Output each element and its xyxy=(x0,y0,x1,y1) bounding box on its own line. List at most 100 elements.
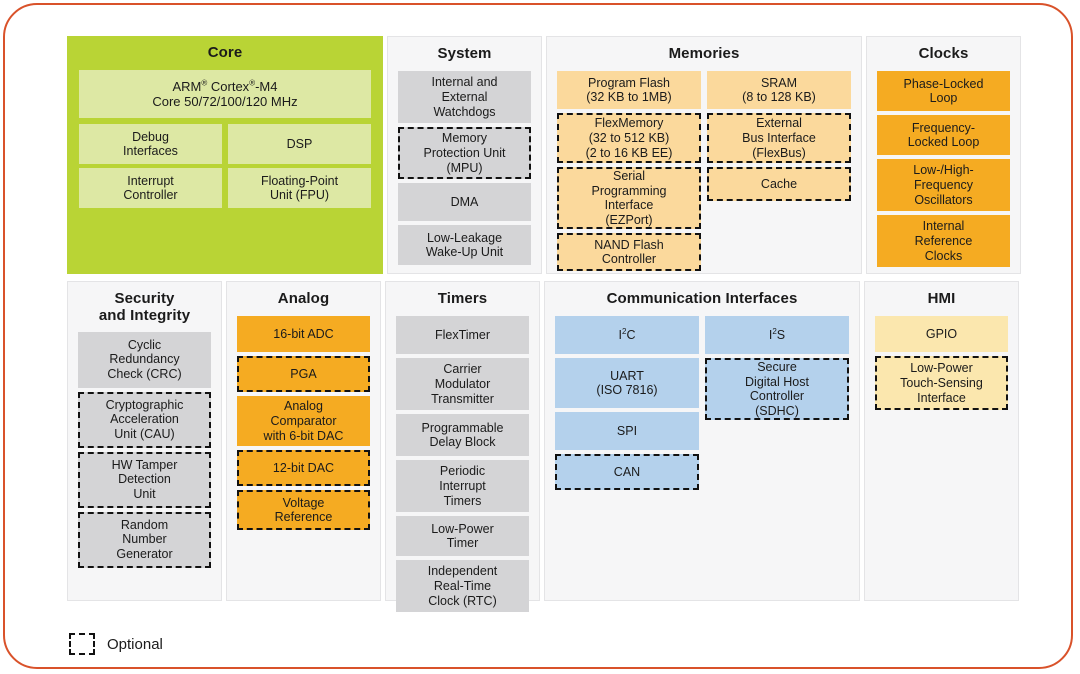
panel-core-title: Core xyxy=(207,44,243,61)
block-uart-iso-7816[interactable]: UART(ISO 7816) xyxy=(555,358,699,409)
core-cpu-block[interactable]: ARM® Cortex®-M4 Core 50/72/100/120 MHz xyxy=(79,70,371,119)
panel-memories-title: Memories xyxy=(668,45,740,62)
panel-analog-title: Analog xyxy=(277,290,330,307)
panel-security-title: Security and Integrity xyxy=(78,290,211,325)
panel-communication-left-blocks: I2C UART(ISO 7816) SPI CAN xyxy=(555,316,699,491)
block-cache[interactable]: Cache xyxy=(707,167,851,202)
core-cpu-line1: ARM® Cortex®-M4 xyxy=(172,78,278,95)
block-gpio[interactable]: GPIO xyxy=(875,316,1008,353)
block-label: 12-bit DAC xyxy=(272,460,335,475)
block-label: FlexMemory(32 to 512 KB)(2 to 16 KB EE) xyxy=(585,116,673,160)
block-i2s[interactable]: I2S xyxy=(705,316,849,355)
block-label: Cache xyxy=(760,176,798,191)
block-i2c[interactable]: I2C xyxy=(555,316,699,355)
block-sram-8-to-128-kb[interactable]: SRAM(8 to 128 KB) xyxy=(707,71,851,110)
block-can[interactable]: CAN xyxy=(555,454,699,491)
block-program-flash-32-kb-to-1mb[interactable]: Program Flash(32 KB to 1MB) xyxy=(557,71,701,110)
block-spi[interactable]: SPI xyxy=(555,412,699,451)
panel-communication-title: Communication Interfaces xyxy=(606,290,798,307)
block-flextimer[interactable]: FlexTimer xyxy=(396,316,529,355)
diagram-frame: Core ARM® Cortex®-M4 Core 50/72/100/120 … xyxy=(3,3,1073,669)
block-12-bit-dac[interactable]: 12-bit DAC xyxy=(237,450,370,487)
legend-label: Optional xyxy=(107,635,163,653)
block-frequency-locked-loop[interactable]: Frequency-Locked Loop xyxy=(877,115,1010,156)
panel-memories-left-blocks: Program Flash(32 KB to 1MB) FlexMemory(32… xyxy=(557,71,701,272)
block-label: I2S xyxy=(768,326,786,342)
core-block-dsp-label: DSP xyxy=(286,136,313,151)
block-flexmemory-32-to-512-kb-2-to-16-kb-ee[interactable]: FlexMemory(32 to 512 KB)(2 to 16 KB EE) xyxy=(557,113,701,164)
panel-memories-body: Program Flash(32 KB to 1MB) FlexMemory(32… xyxy=(557,71,851,272)
diagram-row-top: Core ARM® Cortex®-M4 Core 50/72/100/120 … xyxy=(67,36,1023,274)
dashed-square-icon xyxy=(69,633,95,655)
core-block-dsp[interactable]: DSP xyxy=(228,124,371,165)
panel-system-title: System xyxy=(437,45,492,62)
block-label: DMA xyxy=(450,194,479,209)
core-cpu-line2: Core 50/72/100/120 MHz xyxy=(152,94,298,110)
block-label: GPIO xyxy=(925,326,958,341)
block-16-bit-adc[interactable]: 16-bit ADC xyxy=(237,316,370,353)
block-label: SPI xyxy=(616,423,638,438)
block-label: UART(ISO 7816) xyxy=(596,368,658,398)
block-pga[interactable]: PGA xyxy=(237,356,370,393)
panel-security-title-line1: Security xyxy=(114,290,175,307)
block-dma[interactable]: DMA xyxy=(398,183,531,222)
block-label: 16-bit ADC xyxy=(273,326,334,341)
block-label: PGA xyxy=(290,366,317,381)
